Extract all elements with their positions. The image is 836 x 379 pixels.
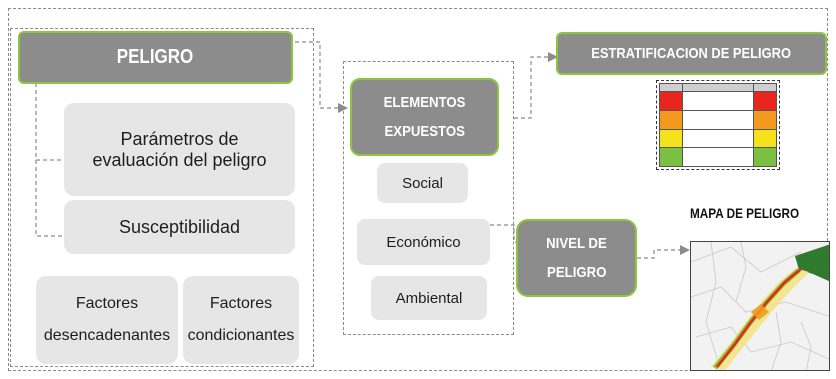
factores-condicionantes-line1: Factores [209,295,273,312]
elementos-panel [343,61,514,335]
nivel-peligro-box: NIVEL DE PELIGRO [516,219,637,297]
ambiental-label: Ambiental [395,289,463,307]
peligro-panel [10,28,314,367]
parametros-line1: Parámetros de [120,128,239,149]
nivel-line1: NIVEL DE [546,235,607,252]
strat-level-low [658,147,684,167]
social-box: Social [377,163,468,203]
peligro-box: PELIGRO [18,31,293,84]
factores-desencadenantes-box: Factores desencadenantes [36,276,178,364]
elementos-line1: ELEMENTOS [383,94,466,111]
factores-condicionantes-line2: condicionantes [187,327,295,344]
estratificacion-box: ESTRATIFICACION DE PELIGRO [556,32,827,75]
factores-desencadenantes-line1: Factores [75,295,139,312]
susceptibilidad-label: Susceptibilidad [118,216,241,237]
estratificacion-title: ESTRATIFICACION DE PELIGRO [591,45,792,62]
mapa-title: MAPA DE PELIGRO [690,205,836,225]
mapa-peligro-image [690,241,830,371]
mapa-title-text: MAPA DE PELIGRO [690,205,800,221]
strat-level-medium [658,128,684,149]
nivel-line2: PELIGRO [546,264,607,281]
estratificacion-table [656,80,780,170]
parametros-line2: evaluación del peligro [92,149,267,170]
economico-label: Económico [386,233,461,251]
strat-level-very-high [658,91,684,111]
susceptibilidad-box: Susceptibilidad [64,200,295,254]
factores-condicionantes-box: Factores condicionantes [183,276,299,364]
map-svg [691,242,829,370]
outer-frame [8,8,828,371]
strat-level-high [658,109,684,130]
peligro-title: PELIGRO [117,46,194,68]
economico-box: Económico [357,219,490,265]
parametros-box: Parámetros de evaluación del peligro [64,103,295,196]
social-label: Social [402,174,443,192]
factores-desencadenantes-line2: desencadenantes [43,327,171,344]
elementos-expuestos-box: ELEMENTOS EXPUESTOS [350,78,499,156]
ambiental-box: Ambiental [371,276,487,320]
elementos-line2: EXPUESTOS [384,123,465,140]
